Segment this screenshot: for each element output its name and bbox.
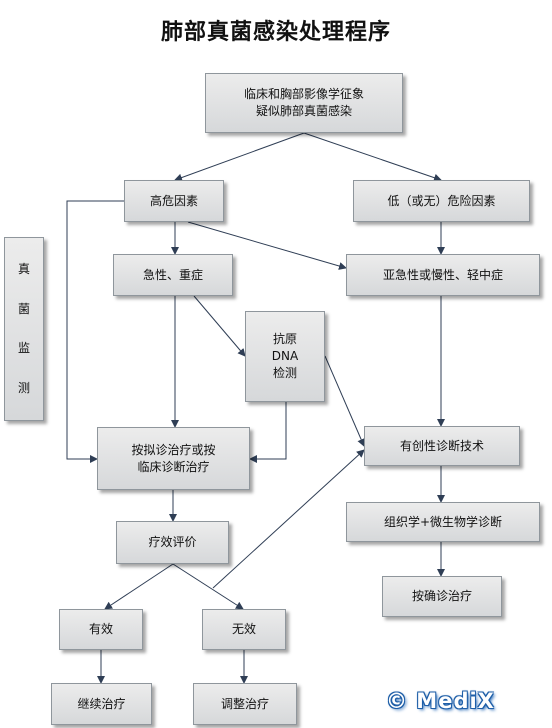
node-invasive-diagnosis: 有创性诊断技术 bbox=[364, 426, 520, 466]
medix-watermark: © MediX bbox=[386, 689, 495, 713]
monitor-char: 菌 bbox=[17, 301, 30, 316]
monitor-char: 监 bbox=[17, 341, 30, 356]
node-continue-treatment: 继续治疗 bbox=[51, 683, 152, 725]
node-antigen-dna-test: 抗原 DNA 检测 bbox=[245, 311, 325, 402]
node-effective: 有效 bbox=[59, 609, 143, 650]
node-low-risk-factors: 低（或无）危险因素 bbox=[353, 180, 530, 222]
arrow-ineffective-to-invasive bbox=[212, 449, 365, 589]
arrow-high-risk-bypass-to-empiric bbox=[66, 200, 124, 463]
node-fungal-monitoring: 真 菌 监 测 bbox=[4, 237, 44, 421]
arrow-start-to-low-risk bbox=[303, 132, 442, 182]
node-confirmed-treatment: 按确诊治疗 bbox=[382, 576, 502, 617]
arrow-start-to-high-risk bbox=[174, 132, 305, 182]
arrow-antigen-to-invasive bbox=[324, 355, 365, 447]
monitor-char: 真 bbox=[17, 261, 30, 276]
node-efficacy-evaluation: 疗效评价 bbox=[116, 521, 229, 564]
node-clinical-suspicion: 临床和胸部影像学征象 疑似肺部真菌感染 bbox=[205, 73, 403, 133]
page-title: 肺部真菌感染处理程序 bbox=[160, 19, 391, 45]
arrow-antigen-to-empiric bbox=[249, 402, 287, 463]
node-ineffective: 无效 bbox=[202, 609, 286, 650]
arrow-efficacy-to-effective bbox=[104, 563, 174, 610]
monitor-char: 测 bbox=[17, 381, 30, 396]
node-subacute-chronic: 亚急性或慢性、轻中症 bbox=[346, 254, 540, 296]
arrow-high-risk-to-subacute bbox=[187, 221, 347, 270]
node-high-risk-factors: 高危因素 bbox=[124, 180, 224, 222]
arrow-acute-to-antigen bbox=[193, 295, 246, 357]
node-adjust-treatment: 调整治疗 bbox=[193, 683, 297, 725]
node-acute-severe: 急性、重症 bbox=[113, 254, 233, 296]
node-histology-microbiology: 组织学+微生物学诊断 bbox=[346, 502, 540, 542]
node-empiric-clinical-treatment: 按拟诊治疗或按 临床诊断治疗 bbox=[97, 427, 250, 490]
arrow-efficacy-to-ineffective bbox=[172, 563, 244, 610]
